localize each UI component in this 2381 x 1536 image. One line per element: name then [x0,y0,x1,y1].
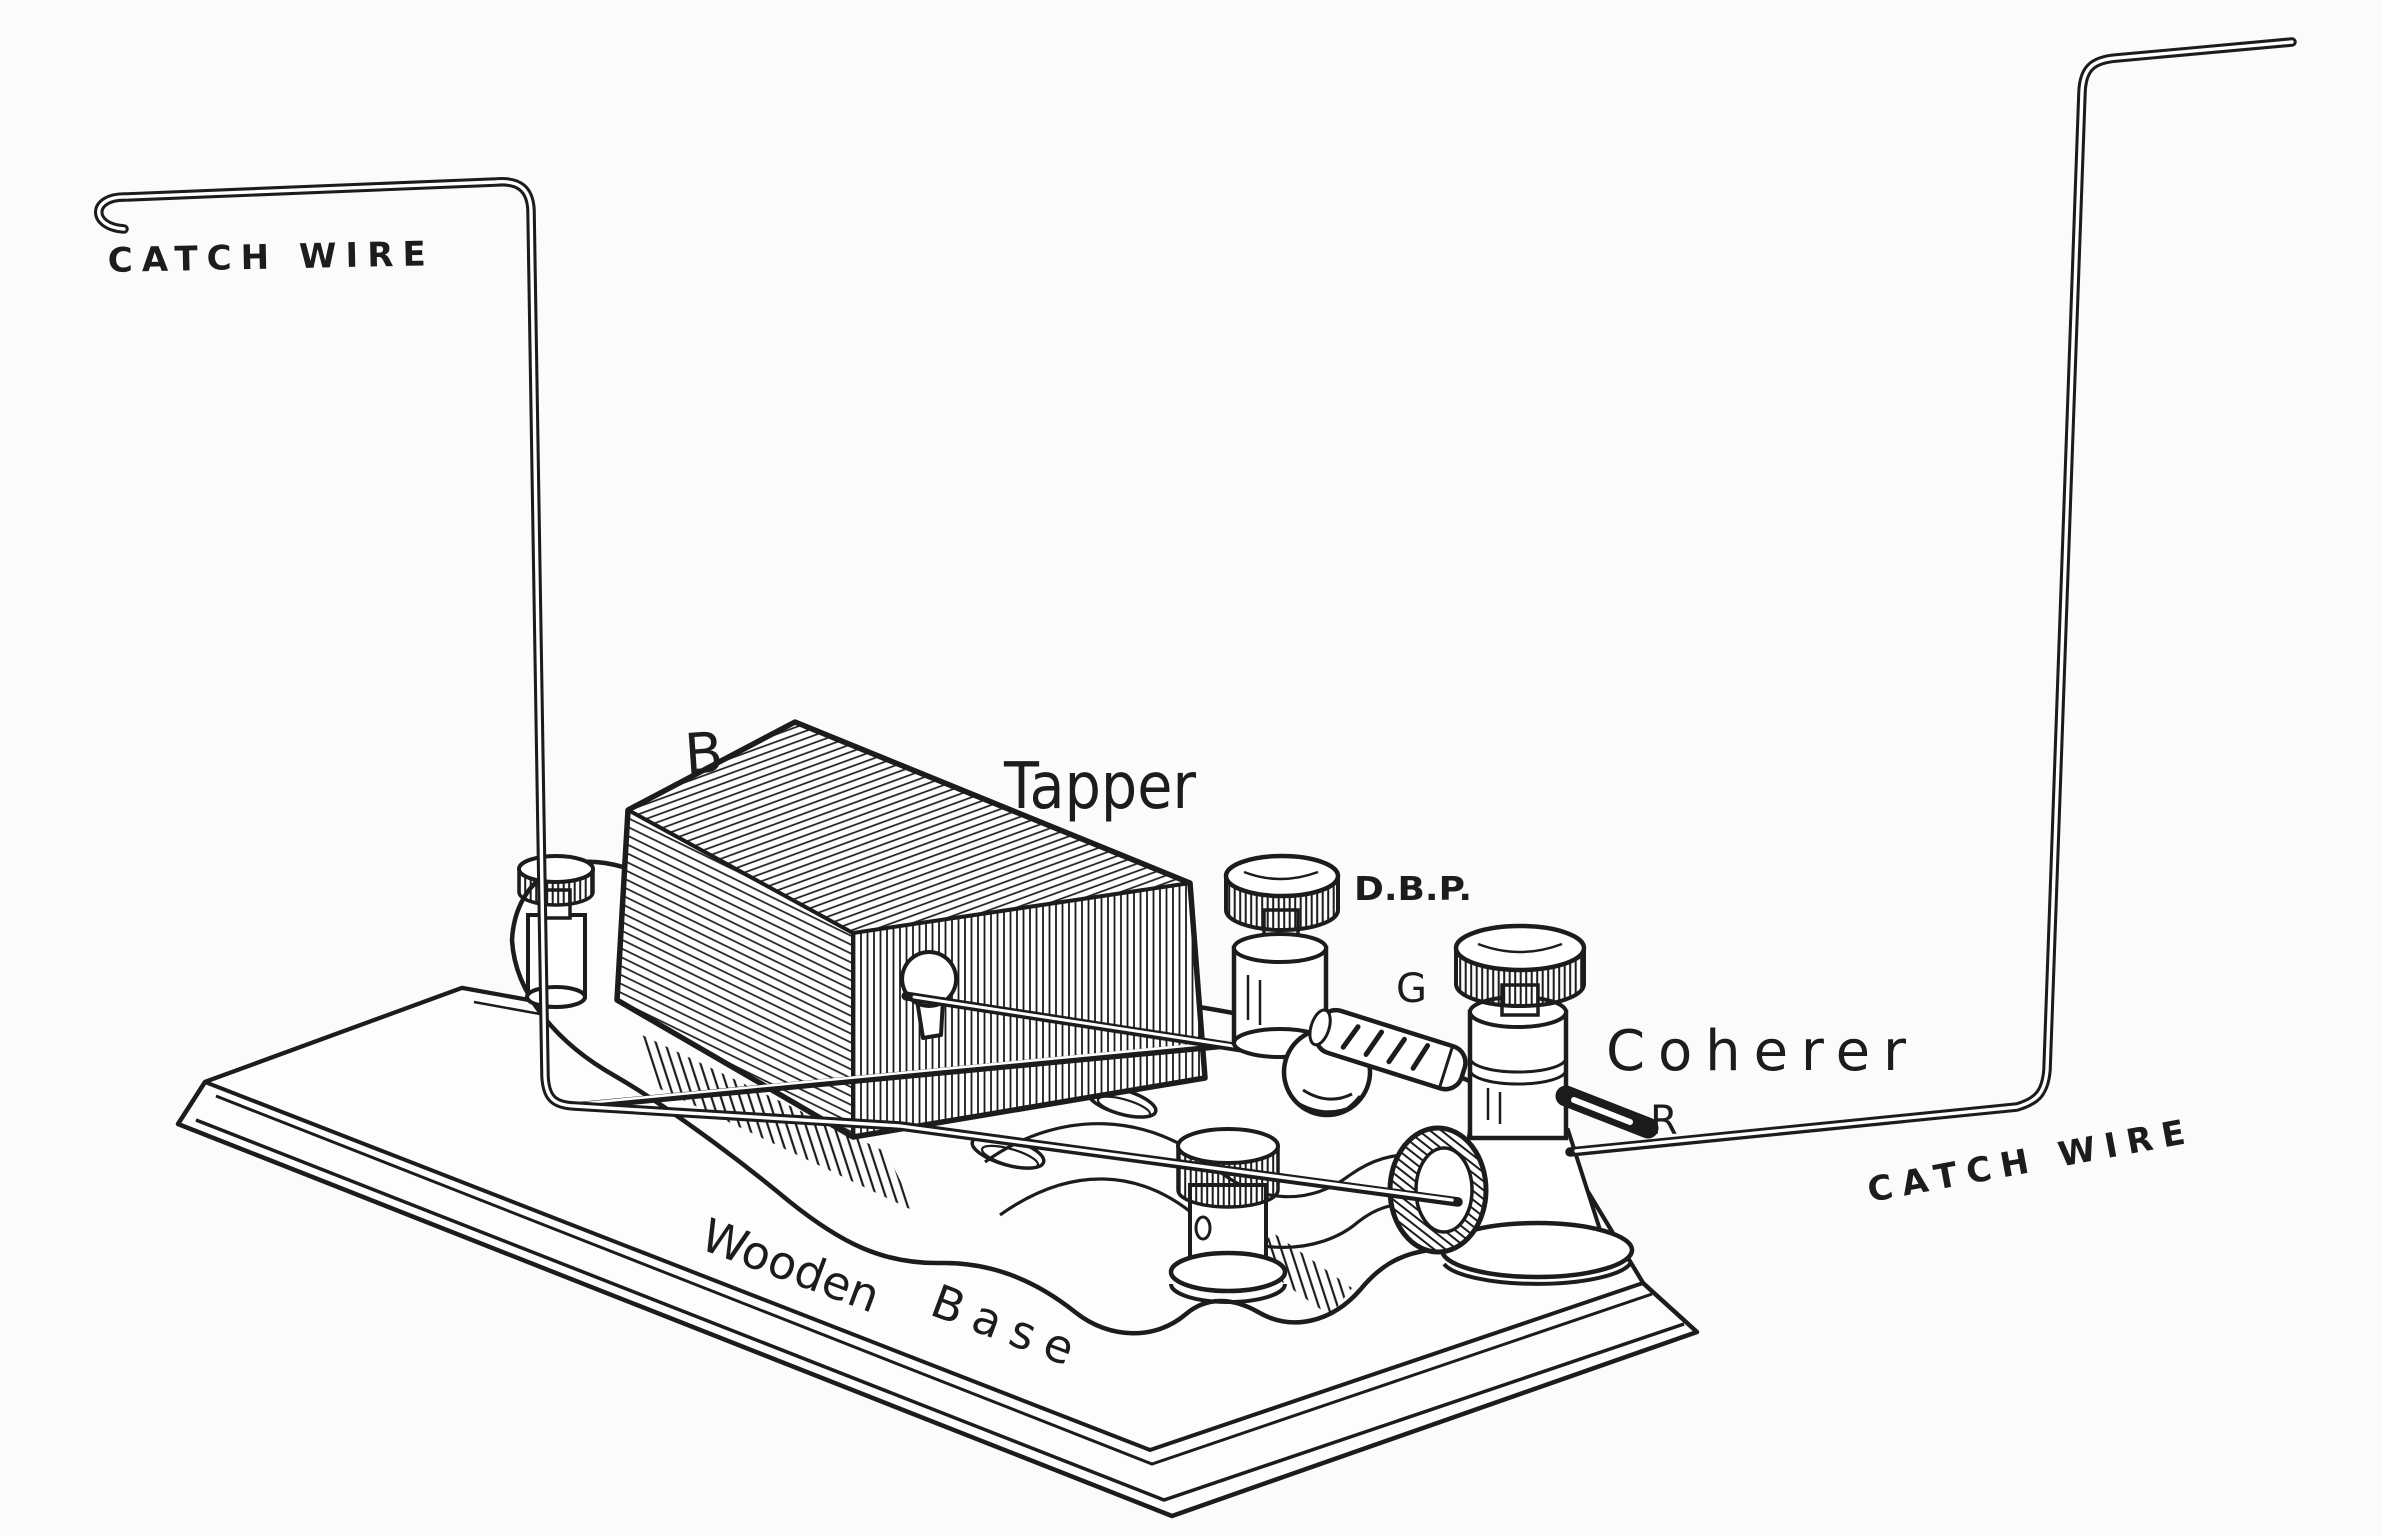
bottom-post-hole [1194,1215,1212,1241]
label-catch-wire-left: CATCH WIRE [107,234,426,281]
coherer-front-disc [1387,1125,1489,1255]
catch-wire-right [1565,37,2297,1157]
tapper-arm [574,991,1297,1110]
tapper-post [1223,853,1341,1059]
catch-wire-left [94,177,1463,1207]
label-dbp: D.B.P. [1354,869,1472,908]
label-tapper: Tapper [1003,750,1197,824]
label-coherer: Coherer [1606,1019,1907,1084]
bottom-post-top [1176,1127,1280,1165]
left-binding-post [517,854,595,1009]
tapper-pivot-rod [574,1038,1259,1110]
coherer-knob [1453,923,1587,973]
left-post-knob [517,854,595,884]
plate-shadow-right [1254,1232,1352,1316]
label-terminal-r: R [1650,1098,1678,1144]
base-bevel-line-2 [195,1118,1685,1502]
bottom-binding-post [1168,1127,1288,1304]
tapper-knob [1223,853,1341,899]
coherer-post [1387,923,1659,1286]
tube-end-cap [1308,1008,1332,1047]
label-catch-wire-right: CATCH WIRE [1864,1113,2188,1211]
coherer-glass-tube [1308,1007,1468,1092]
label-tube-g: G [1396,966,1427,1012]
tube-filings [1340,1024,1431,1071]
battery-box-top-face [628,722,1190,933]
battery-box-left-face [617,810,853,1137]
label-battery-b: B [682,720,725,788]
base-bevel-line-1 [215,1094,1653,1466]
